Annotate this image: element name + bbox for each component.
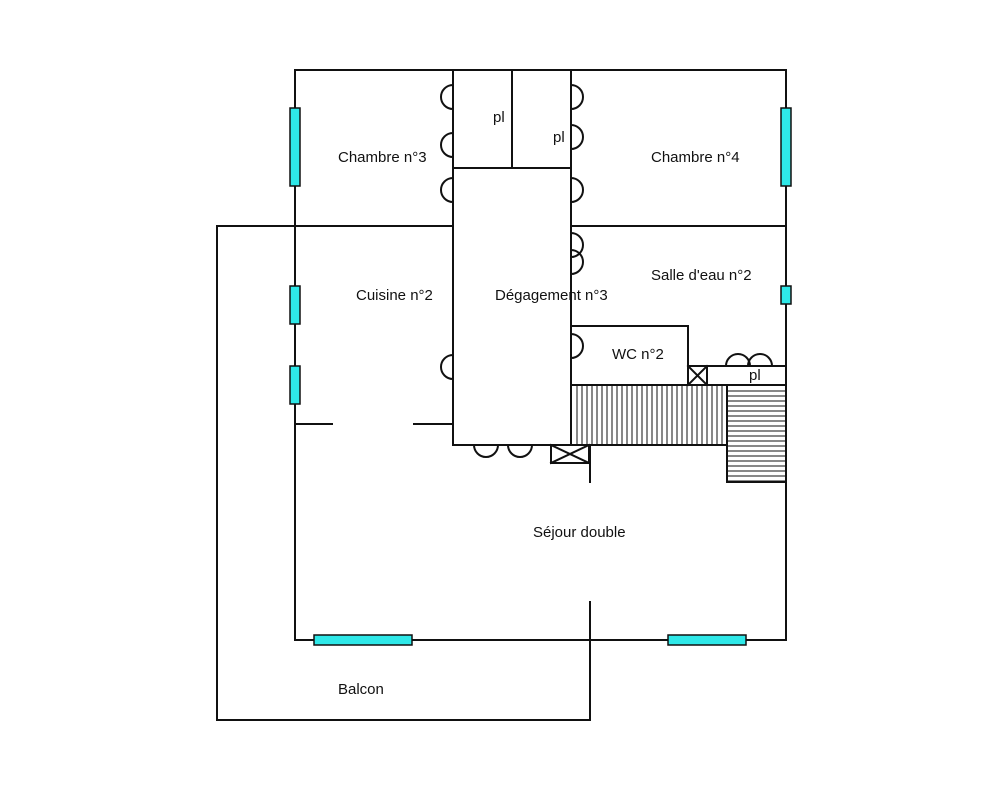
- label-chambre3: Chambre n°3: [338, 149, 427, 166]
- window-sejour-right: [667, 634, 747, 646]
- window-chambre3: [289, 107, 301, 187]
- window-sejour-left: [313, 634, 413, 646]
- balcony-outline: [216, 225, 591, 721]
- room-labels: Chambre n°3 Chambre n°4 Cuisine n°2 Déga…: [338, 109, 761, 698]
- window-salle-eau: [780, 285, 792, 305]
- label-wc2: WC n°2: [612, 346, 664, 363]
- label-closet-left: pl: [493, 109, 505, 126]
- window-cuisine-1: [289, 285, 301, 325]
- window-cuisine-2: [289, 365, 301, 405]
- window-chambre4: [780, 107, 792, 187]
- label-cuisine2: Cuisine n°2: [356, 287, 433, 304]
- stairs-horizontal-hatching: [727, 390, 786, 482]
- ventilation-cross-icon: [686, 364, 709, 387]
- outer-walls: [294, 69, 787, 641]
- label-closet-bottom: pl: [749, 367, 761, 384]
- label-balcon: Balcon: [338, 681, 384, 698]
- label-chambre4: Chambre n°4: [651, 149, 740, 166]
- windows: [289, 107, 792, 646]
- stairs-vertical-hatching: [576, 385, 723, 445]
- label-closet-right: pl: [553, 129, 565, 146]
- doors: [439, 84, 773, 459]
- staircase: [570, 384, 787, 483]
- label-degagement3: Dégagement n°3: [495, 287, 608, 304]
- ventilation-cross-icon: [549, 443, 591, 465]
- label-sejour: Séjour double: [533, 524, 626, 541]
- label-salle-eau2: Salle d'eau n°2: [651, 267, 752, 284]
